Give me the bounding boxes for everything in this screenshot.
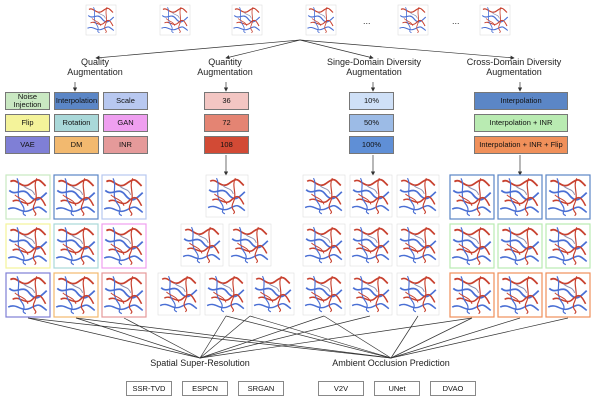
link-cross-ssr: [199, 317, 473, 359]
quantity-volume-5: [204, 272, 248, 316]
quality-box-scale: Scale: [103, 92, 148, 110]
arrow-to-cross-domain: [299, 39, 515, 60]
quality-box-dm: DM: [54, 136, 99, 154]
quality-volume-1: [5, 174, 51, 220]
quantity-volume-6: [251, 272, 295, 316]
cross-domain-volume-3: [545, 174, 591, 220]
link-quantity-ao-1: [249, 315, 392, 359]
single-domain-volume-7: [302, 272, 346, 316]
quality-box-inr: INR: [103, 136, 148, 154]
link-quality-ssr-2: [123, 317, 201, 359]
quality-volume-9: [101, 272, 147, 318]
top-volume-3: [231, 4, 263, 36]
quality-box-interpolation: Interpolation: [54, 92, 99, 110]
single-domain-volume-3: [396, 174, 440, 218]
single-domain-box-10: 10%: [349, 92, 394, 110]
top-row-ellipsis-1: ...: [363, 16, 371, 26]
link-quantity-ssr-1: [199, 315, 251, 359]
quality-box-gan: GAN: [103, 114, 148, 132]
quality-volume-8: [53, 272, 99, 318]
quality-volume-7: [5, 272, 51, 318]
link-quality-ssr-0: [27, 317, 201, 359]
link-single-ao-1: [390, 315, 419, 359]
single-domain-box-50: 50%: [349, 114, 394, 132]
quality-box-rotation: Rotation: [54, 114, 99, 132]
quality-box-noise-injection: Noise Injection: [5, 92, 50, 110]
quality-volume-4: [5, 223, 51, 269]
quantity-volume-2: [180, 223, 224, 267]
single-domain-volume-5: [349, 223, 393, 267]
single-domain-volume-8: [349, 272, 393, 316]
cross-domain-volume-5: [497, 223, 543, 269]
single-domain-volume-4: [302, 223, 346, 267]
model-unet: UNet: [374, 381, 420, 396]
top-volume-5: [397, 4, 429, 36]
task-spatial-super-resolution: Spatial Super-Resolution: [150, 358, 250, 368]
link-single-ssr-0: [199, 315, 325, 359]
single-domain-volume-6: [396, 223, 440, 267]
arrow-to-quality: [95, 39, 301, 60]
model-v2v: V2V: [318, 381, 364, 396]
top-volume-4: [305, 4, 337, 36]
single-domain-volume-9: [396, 272, 440, 316]
link-cross-ao-2: [390, 317, 569, 359]
link-cross-ao-1: [390, 317, 521, 359]
cross-domain-volume-6: [545, 223, 591, 269]
model-srgan: SRGAN: [238, 381, 284, 396]
cross-domain-volume-2: [497, 174, 543, 220]
quantity-volume-4: [157, 272, 201, 316]
model-ssr-tvd: SSR-TVD: [126, 381, 172, 396]
quantity-volume-1: [205, 174, 249, 218]
link-quality-ao-0: [27, 317, 392, 359]
quality-volume-6: [101, 223, 147, 269]
quantity-box-108: 108: [204, 136, 249, 154]
single-domain-box-100: 100%: [349, 136, 394, 154]
quantity-volume-3: [228, 223, 272, 267]
top-volume-1: [85, 4, 117, 36]
task-ambient-occlusion-prediction: Ambient Occlusion Prediction: [332, 358, 450, 368]
model-espcn: ESPCN: [182, 381, 228, 396]
top-row-ellipsis-2: ...: [452, 16, 460, 26]
quality-volume-5: [53, 223, 99, 269]
cross-domain-volume-9: [545, 272, 591, 318]
arrow-to-quantity: [225, 39, 301, 60]
cross-domain-volume-8: [497, 272, 543, 318]
single-domain-volume-1: [302, 174, 346, 218]
quantity-box-36: 36: [204, 92, 249, 110]
link-single-ssr-1: [199, 315, 371, 359]
link-quality-ssr-1: [75, 317, 201, 359]
link-cross-ao-0: [390, 317, 473, 359]
quality-box-flip: Flip: [5, 114, 50, 132]
single-domain-volume-2: [349, 174, 393, 218]
link-quantity-ssr-0: [199, 315, 227, 359]
cross-domain-volume-7: [449, 272, 495, 318]
cross-domain-volume-4: [449, 223, 495, 269]
quality-volume-3: [101, 174, 147, 220]
cross-domain-box-interp-inr: Interpolation + INR: [474, 114, 568, 132]
link-single-ao-0: [323, 315, 392, 359]
arrow-to-single-domain: [299, 39, 374, 60]
quality-box-vae: VAE: [5, 136, 50, 154]
cross-domain-volume-1: [449, 174, 495, 220]
link-quality-ao-1: [75, 317, 392, 359]
cross-domain-box-interpolation: Interpolation: [474, 92, 568, 110]
quantity-box-72: 72: [204, 114, 249, 132]
quality-volume-2: [53, 174, 99, 220]
model-dvao: DVAO: [430, 381, 476, 396]
top-volume-2: [159, 4, 191, 36]
link-quantity-ao-0: [225, 315, 392, 359]
top-volume-6: [479, 4, 511, 36]
cross-domain-box-interp-inr-flip: Interpolation + INR + Flip: [474, 136, 568, 154]
